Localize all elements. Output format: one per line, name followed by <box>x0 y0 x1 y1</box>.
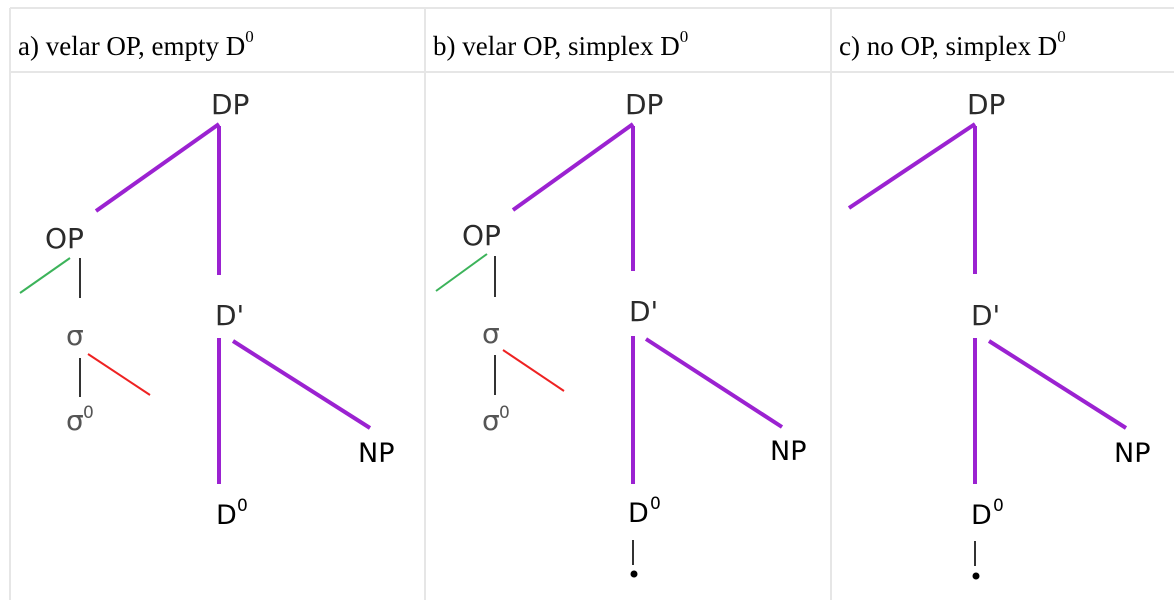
tree-a-branch-sigma-red <box>87 353 151 396</box>
tree-b-node-dbar: D' <box>629 295 658 328</box>
panel-b-title-text: b) velar OP, simplex D <box>433 31 680 61</box>
tree-a-node-dbar: D' <box>215 299 244 332</box>
tree-b-node-sigma0: σ <box>482 404 500 437</box>
tree-c-node-dp: DP <box>967 88 1005 121</box>
tree-b-node-op: OP <box>462 219 501 252</box>
tree-b-branch-op-green <box>435 253 488 292</box>
tree-a-branch-dp-op <box>94 122 221 213</box>
tree-a-node-np: NP <box>358 438 394 469</box>
tree-a-node-sigma0: σ <box>66 404 84 437</box>
tree-b-node-d0: D <box>628 498 649 529</box>
tree-b-node-dp: DP <box>625 88 663 121</box>
tree-b-node-sigma0-sup: 0 <box>499 403 510 423</box>
tree-c-node-np: NP <box>1114 438 1150 469</box>
tree-a: DP OP σ σ 0 D' NP D 0 <box>19 88 394 531</box>
tree-b-branch-dp-op <box>511 122 635 212</box>
tree-a-node-sigma0-sup: 0 <box>83 403 94 423</box>
tree-a-node-d0: D <box>216 500 237 531</box>
tree-b-branch-dbar-np <box>644 337 784 429</box>
panel-a-title-text: a) velar OP, empty D <box>18 31 246 61</box>
tree-a-node-op: OP <box>45 222 84 255</box>
tree-a-node-sigma: σ <box>66 319 84 352</box>
table-grid <box>9 7 1174 600</box>
tree-b-null-terminal <box>630 570 638 578</box>
panel-c-title-sup: 0 <box>1057 27 1066 46</box>
panel-c-title-text: c) no OP, simplex D <box>839 31 1058 61</box>
tree-b-node-sigma: σ <box>482 317 500 350</box>
tree-a-node-dp: DP <box>211 88 249 121</box>
tree-c-node-d0-sup: 0 <box>993 496 1004 516</box>
tree-c-null-terminal <box>972 572 980 580</box>
tree-a-branch-dbar-np <box>231 339 372 430</box>
panel-a-title-sup: 0 <box>245 27 254 46</box>
panel-b-title-sup: 0 <box>679 27 689 46</box>
tree-b: DP OP σ σ 0 D' NP D 0 <box>435 88 806 578</box>
tree-b-branch-sigma-red <box>502 349 565 392</box>
tree-c-node-dbar: D' <box>971 299 1000 332</box>
tree-c-branch-dbar-np <box>987 339 1128 430</box>
tree-c-node-d0: D <box>971 500 992 531</box>
tree-b-node-d0-sup: 0 <box>650 494 661 514</box>
tree-c-branch-dp-left <box>847 122 977 210</box>
panel-b-title: b) velar OP, simplex D0 <box>425 8 831 72</box>
tree-a-node-d0-sup: 0 <box>237 496 248 516</box>
tree-a-branch-op-green <box>19 257 71 294</box>
panel-c-title: c) no OP, simplex D0 <box>831 8 1174 72</box>
panel-a-title: a) velar OP, empty D0 <box>10 8 425 72</box>
tree-c: DP D' NP D 0 <box>847 88 1150 580</box>
tree-b-node-np: NP <box>770 436 806 467</box>
